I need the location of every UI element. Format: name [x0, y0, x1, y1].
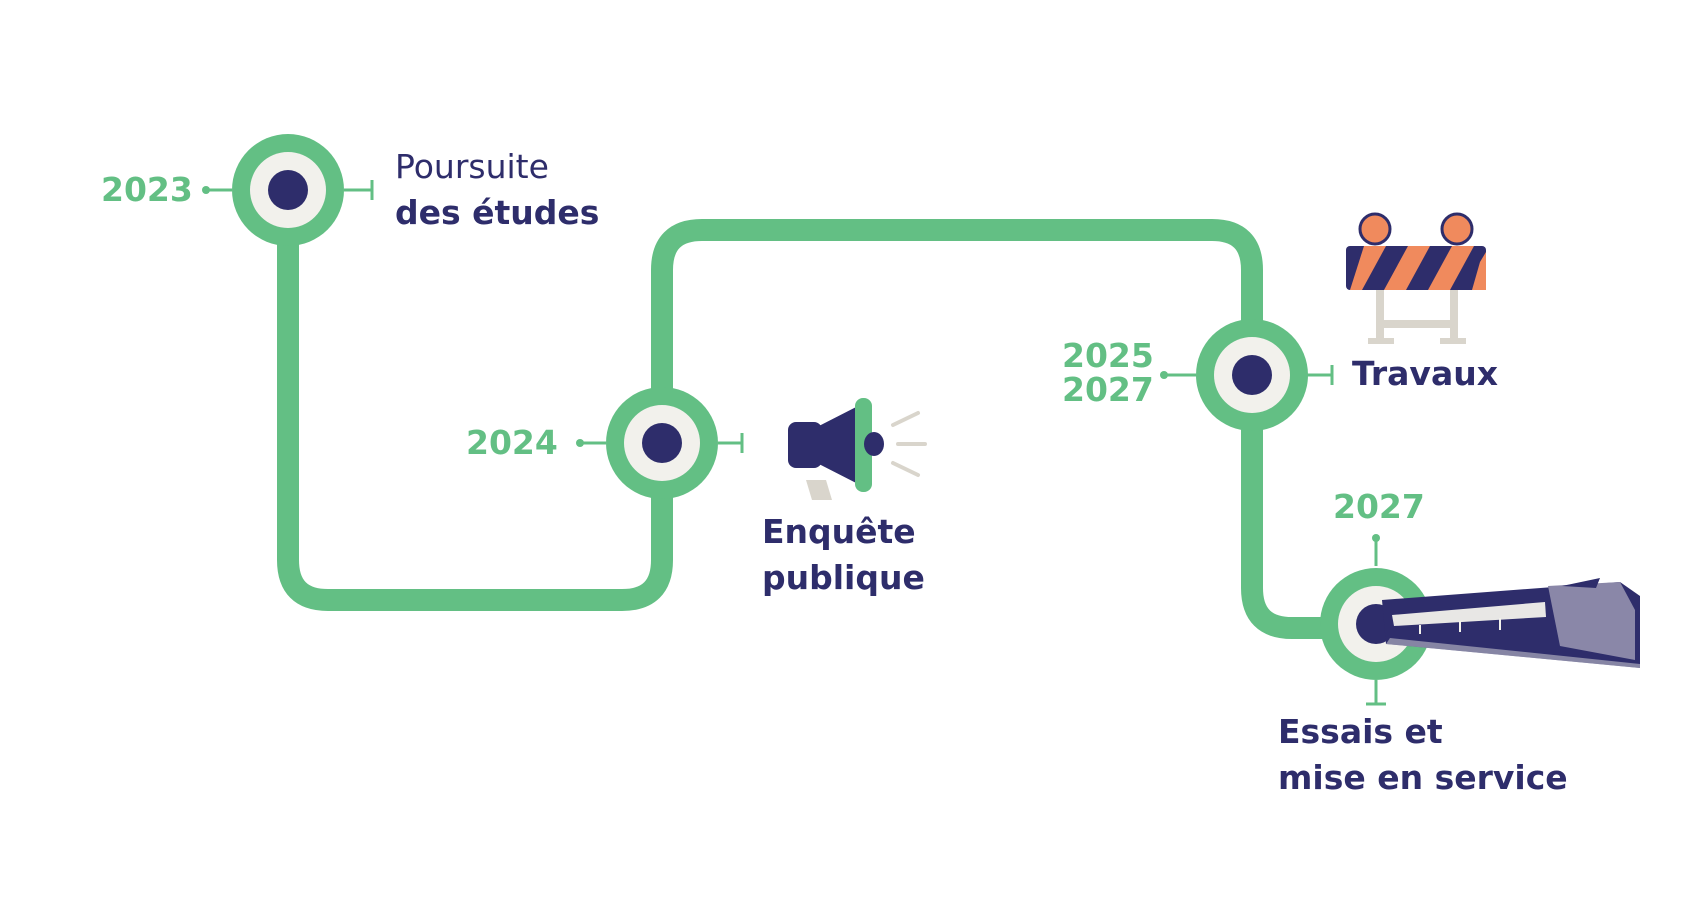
station-2024: [576, 387, 744, 499]
milestone-title-poursuite-des-etudes: Poursuite des études: [395, 144, 599, 236]
station-dot: [1232, 355, 1272, 395]
road-barrier-icon: [1346, 212, 1486, 344]
station-2025-2027: [1160, 319, 1334, 431]
milestone-title-line-2: publique: [762, 558, 925, 597]
year-label-2025: 2025: [1062, 336, 1154, 375]
year-label-2027: 2027: [1333, 487, 1425, 526]
megaphone-icon: [788, 398, 927, 500]
milestone-title-essais-mise-en-service: Essais et mise en service: [1278, 709, 1568, 801]
station-dot: [642, 423, 682, 463]
year-label-2024: 2024: [466, 423, 558, 462]
station-dot: [268, 170, 308, 210]
milestone-title-line-1: Enquête: [762, 512, 916, 551]
tram-icon: [1382, 578, 1640, 668]
milestone-title-enquete-publique: Enquête publique: [762, 509, 925, 601]
milestone-title-line-bold: des études: [395, 193, 600, 232]
station-2023: [202, 134, 374, 246]
milestone-title-line-1: Essais et: [1278, 712, 1443, 751]
milestone-title-line-bold: Travaux: [1352, 354, 1498, 393]
milestone-title-travaux: Travaux: [1352, 351, 1498, 397]
timeline-track: [277, 179, 1381, 639]
milestone-title-line-regular: Poursuite: [395, 147, 549, 186]
milestone-title-line-2: mise en service: [1278, 758, 1568, 797]
year-label-2027-secondary: 2027: [1062, 370, 1154, 409]
year-label-2023: 2023: [101, 170, 193, 209]
